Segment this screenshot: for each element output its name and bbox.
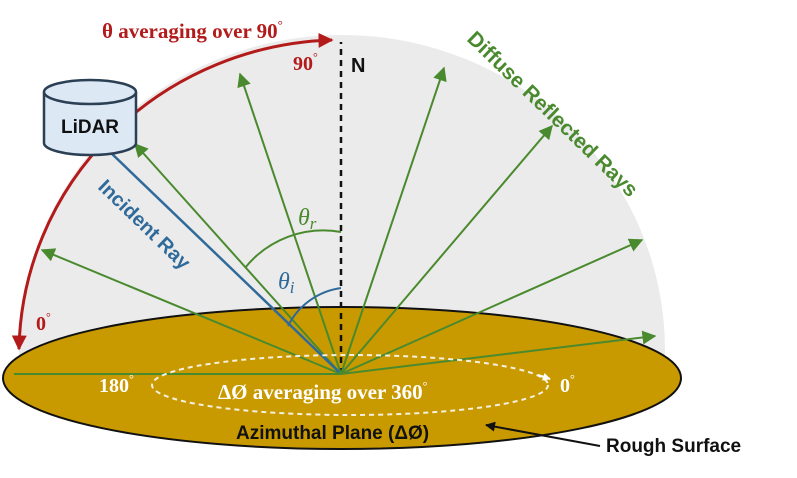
diffuse-ray: [340, 66, 447, 375]
rough-surface-label: Rough Surface: [606, 436, 741, 457]
diffuse-ray: [340, 330, 657, 375]
azimuthal-plane-label: Azimuthal Plane (ΔØ): [236, 423, 429, 444]
angle-90-label: 90°: [293, 50, 318, 75]
diffuse-ray: [340, 238, 644, 375]
azimuth-dashed-ellipse: [151, 354, 549, 416]
normal-label: N: [351, 55, 365, 77]
azimuth-averaging-label: ΔØ averaging over 360°: [218, 379, 428, 404]
theta-averaging-title: θ averaging over 90°: [102, 17, 283, 43]
angle-0-label: 0°: [36, 310, 51, 335]
lidar-label: LiDAR: [61, 117, 119, 138]
diffuse-ray: [340, 124, 553, 375]
azimuth-180-label: 180°: [99, 372, 134, 397]
theta-i-label: θi: [278, 269, 295, 297]
azimuth-arrow-icon: [537, 372, 551, 381]
azimuth-0-label: 0°: [560, 372, 575, 397]
rough-surface-pointer-arrow-icon: [485, 421, 601, 447]
lidar-cylinder-icon: [42, 78, 138, 157]
theta-r-label: θr: [298, 205, 317, 233]
